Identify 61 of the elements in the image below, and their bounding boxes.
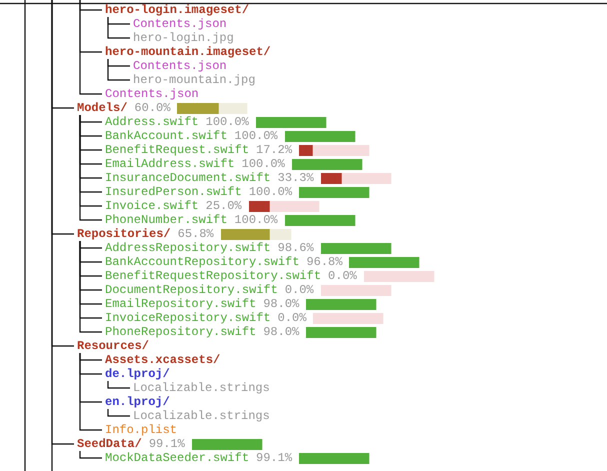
file-name: AddressRepository.swift xyxy=(105,242,271,254)
tree-connector xyxy=(51,0,74,445)
file-name: BankAccountRepository.swift xyxy=(105,256,300,268)
file-name: PhoneNumber.swift xyxy=(105,214,228,226)
coverage-percent: 99.1% xyxy=(148,438,185,450)
folder-name: Resources/ xyxy=(77,340,150,352)
file-name: InsuranceDocument.swift xyxy=(105,172,271,184)
file-name: Localizable.strings xyxy=(133,410,270,422)
file-name: Invoice.swift xyxy=(105,200,199,212)
coverage-percent: 100.0% xyxy=(248,186,292,198)
tree-connector xyxy=(107,409,130,417)
coverage-percent: 0.0% xyxy=(328,270,357,282)
tree-connector xyxy=(107,381,130,389)
folder-name: hero-mountain.imageset/ xyxy=(105,46,271,58)
folder-name: hero-login.imageset/ xyxy=(105,4,250,16)
file-name: Contents.json xyxy=(133,18,227,30)
coverage-percent: 99.1% xyxy=(256,452,292,464)
file-name: DocumentRepository.swift xyxy=(105,284,278,296)
tree-connector xyxy=(79,353,102,431)
file-name: BenefitRequestRepository.swift xyxy=(105,270,322,282)
folder-name: Models/ xyxy=(77,102,128,114)
tree-connector xyxy=(79,241,102,333)
coverage-percent: 0.0% xyxy=(278,312,306,324)
coverage-percent: 100.0% xyxy=(234,214,278,226)
coverage-percent: 98.6% xyxy=(278,242,314,254)
coverage-percent: 98.0% xyxy=(263,326,300,338)
file-name: EmailRepository.swift xyxy=(105,298,256,310)
coverage-percent: 33.3% xyxy=(278,172,314,184)
coverage-percent: 98.0% xyxy=(263,298,300,310)
coverage-percent: 100.0% xyxy=(242,158,285,170)
file-name: MockDataSeeder.swift xyxy=(105,452,250,464)
coverage-percent: 100.0% xyxy=(206,116,249,128)
coverage-percent: 100.0% xyxy=(234,130,278,142)
file-name: PhoneRepository.swift xyxy=(105,326,256,338)
folder-name: SeedData/ xyxy=(77,438,142,450)
tree-connector xyxy=(79,0,102,95)
coverage-percent: 0.0% xyxy=(284,284,314,296)
file-name: BenefitRequest.swift xyxy=(105,144,250,156)
file-name: EmailAddress.swift xyxy=(105,158,235,170)
file-name: InvoiceRepository.swift xyxy=(105,312,271,324)
tree-connector xyxy=(79,451,102,459)
coverage-percent: 17.2% xyxy=(256,144,292,156)
file-name: Address.swift xyxy=(105,116,199,128)
file-name: hero-mountain.jpg xyxy=(133,74,256,86)
folder-name: de.lproj/ xyxy=(105,368,170,380)
folder-name: Repositories/ xyxy=(77,228,171,240)
tree-connector xyxy=(107,59,130,81)
folder-name: Assets.xcassets/ xyxy=(105,354,220,366)
file-name: hero-login.jpg xyxy=(133,32,234,44)
file-name: InsuredPerson.swift xyxy=(105,186,242,198)
coverage-percent: 60.0% xyxy=(134,102,170,114)
coverage-percent: 65.8% xyxy=(178,228,214,240)
file-name: BankAccount.swift xyxy=(105,130,228,142)
folder-name: en.lproj/ xyxy=(105,396,170,408)
tree-connector xyxy=(107,17,130,39)
coverage-percent: 96.8% xyxy=(306,256,342,268)
coverage-percent: 25.0% xyxy=(206,200,242,212)
file-name: Localizable.strings xyxy=(133,382,270,394)
file-name: Info.plist xyxy=(105,424,178,436)
file-name: Contents.json xyxy=(105,88,199,100)
file-name: Contents.json xyxy=(133,60,227,72)
